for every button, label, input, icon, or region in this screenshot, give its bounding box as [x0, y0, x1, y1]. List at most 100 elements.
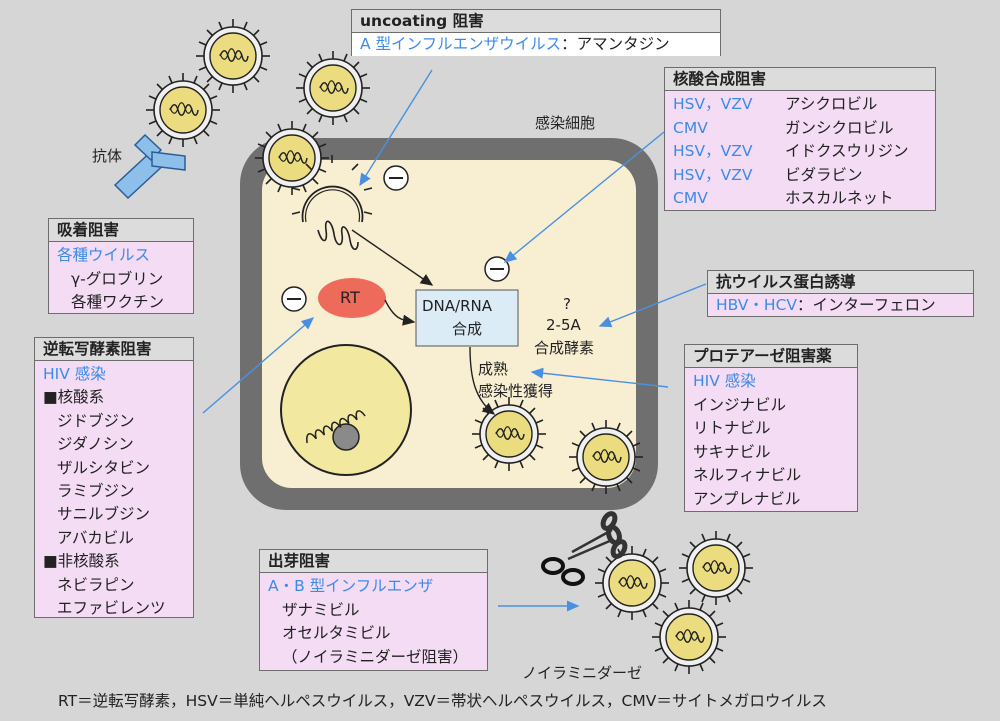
- budding-drug: オセルタミビル: [282, 624, 391, 642]
- flow-arrow: [351, 229, 434, 286]
- flow-arrow: [469, 346, 496, 415]
- uncoating-title: uncoating 阻害: [352, 10, 720, 33]
- protease-drug: リトナビル: [693, 419, 771, 437]
- nucleic-row: HSV，VZV アシクロビル: [673, 93, 927, 117]
- antibody-label: 抗体: [92, 147, 123, 165]
- virus-icon: [651, 599, 727, 675]
- antiviral-protein-drug: ：インターフェロン: [797, 296, 936, 314]
- protease-body: HIV 感染 インジナビル リトナビル サキナビル ネルフィナビル アンプレナビ…: [685, 368, 857, 513]
- neuraminidase-chain-icon: [600, 511, 628, 559]
- dna-rna-synthesis-box: [415, 289, 519, 347]
- rt-label: RT: [340, 288, 360, 307]
- inhibit-marker-icon: [383, 165, 409, 191]
- inhibition-arrow: [598, 283, 707, 328]
- nucleic-virus: HSV，VZV: [673, 142, 753, 160]
- protease-virus: HIV 感染: [693, 372, 756, 390]
- antiviral-protein-body: HBV・HCV：インターフェロン: [708, 294, 973, 317]
- protease-drug: サキナビル: [693, 442, 771, 461]
- virus-icon: [594, 545, 670, 621]
- rt-drug: ネビラピン: [57, 575, 135, 594]
- protease-title: プロテアーゼ阻害薬: [685, 345, 857, 368]
- adsorption-drug: 各種ワクチン: [71, 293, 165, 311]
- virus-icon: [295, 50, 371, 126]
- nucleic-row: HSV，VZV ビダラビン: [673, 164, 927, 188]
- rt-drug: アバカビル: [57, 528, 134, 547]
- budding-drug: ザナミビル: [282, 600, 360, 619]
- antiviral-protein-title: 抗ウイルス蛋白誘導: [708, 271, 973, 294]
- virus-icon: [568, 419, 644, 495]
- rt-drug: エファビレンツ: [57, 599, 166, 618]
- nucleus: [280, 344, 412, 476]
- rt-group-nucleoside: ■核酸系: [43, 388, 105, 407]
- adsorption-body: 各種ウイルス γ-グロブリン 各種ワクチン: [49, 242, 193, 317]
- budding-title: 出芽阻害: [260, 550, 487, 573]
- synthesis-label: 合成: [452, 320, 483, 338]
- rt-drug: ジダノシン: [57, 435, 134, 454]
- protease-drug: インジナビル: [693, 395, 787, 414]
- inhibition-arrow: [530, 367, 669, 388]
- enzyme-label-2: 合成酵素: [534, 339, 595, 357]
- adsorption-box: 吸着阻害 各種ウイルス γ-グロブリン 各種ワクチン: [48, 218, 194, 314]
- nucleic-drug: ガンシクロビル: [785, 118, 894, 137]
- nuclear-dna: [306, 410, 366, 444]
- maturation-label-1: 成熟: [478, 360, 509, 378]
- budding-box: 出芽阻害 A・B 型インフルエンザ ザナミビル オセルタミビル （ノイラミニダー…: [259, 549, 488, 671]
- rt-group-non-nucleoside: ■非核酸系: [43, 552, 120, 571]
- inhibition-arrow: [202, 317, 315, 414]
- dna-rna-label: DNA/RNA: [422, 297, 492, 315]
- budding-virus: A・B 型インフルエンザ: [268, 577, 434, 595]
- protease-box: プロテアーゼ阻害薬 HIV 感染 インジナビル リトナビル サキナビル ネルフィ…: [684, 344, 858, 512]
- maturation-label-2: 感染性獲得: [478, 382, 554, 400]
- virus-icon: [195, 18, 271, 94]
- rt-enzyme: [318, 278, 386, 318]
- infected-cell-label: 感染細胞: [535, 114, 596, 132]
- nucleic-virus: CMV: [673, 118, 708, 137]
- inhibition-arrow: [503, 131, 665, 263]
- inhibition-arrow: [359, 69, 433, 187]
- scissors-icon: [541, 528, 613, 586]
- footnote: RT＝逆転写酵素，HSV＝単純ヘルペスウイルス，VZV＝帯状ヘルペスウイルス，C…: [58, 692, 827, 710]
- protease-drug: アンプレナビル: [693, 489, 801, 508]
- released-virus-icon: [678, 530, 754, 606]
- virus-icon: [254, 120, 330, 196]
- uncoating-virus: A 型インフルエンザウイルス: [360, 35, 562, 53]
- adsorption-virus: 各種ウイルス: [57, 246, 151, 264]
- uncoating-drug: ：アマンタジン: [561, 35, 670, 53]
- uncoating-body: A 型インフルエンザウイルス：アマンタジン: [352, 33, 720, 56]
- neuraminidase-label: ノイラミニダーゼ: [522, 664, 643, 682]
- budding-body: A・B 型インフルエンザ ザナミビル オセルタミビル （ノイラミニダーゼ阻害）: [260, 573, 487, 671]
- virus-icon: [471, 396, 547, 472]
- nucleic-drug: アシクロビル: [785, 95, 878, 113]
- protease-drug: ネルフィナビル: [693, 466, 802, 484]
- antiviral-protein-virus: HBV・HCV: [716, 296, 797, 314]
- nucleolus: [332, 423, 360, 451]
- budding-drug: （ノイラミニダーゼ阻害）: [282, 647, 469, 666]
- flow-arrow: [384, 299, 416, 326]
- rt-drug: サニルブジン: [57, 505, 151, 524]
- nucleic-title: 核酸合成阻害: [665, 68, 935, 91]
- enzyme-label-1: 2-5A: [546, 316, 581, 334]
- uncoating-virus-icon: [291, 155, 373, 251]
- nucleic-virus: HSV，VZV: [673, 165, 753, 184]
- adsorption-title: 吸着阻害: [49, 219, 193, 242]
- rt-inhibition-box: 逆転写酵素阻害 HIV 感染 ■核酸系 ジドブジン ジダノシン ザルシタビン ラ…: [34, 337, 194, 618]
- rt-inhibition-body: HIV 感染 ■核酸系 ジドブジン ジダノシン ザルシタビン ラミブジン サニル…: [35, 361, 193, 622]
- inhibit-marker-icon: [484, 256, 510, 282]
- nucleic-row: CMV ガンシクロビル: [673, 117, 927, 141]
- rt-drug: ラミブジン: [57, 482, 135, 501]
- nucleic-drug: ビダラビン: [785, 165, 863, 184]
- antibody-icon: [113, 133, 186, 200]
- nucleic-virus: HSV，VZV: [673, 95, 753, 113]
- nucleic-virus: CMV: [673, 189, 708, 207]
- rt-inhibition-virus: HIV 感染: [43, 365, 106, 383]
- question-mark: ?: [563, 295, 571, 313]
- inhibit-marker-icon: [281, 286, 307, 312]
- antiviral-protein-box: 抗ウイルス蛋白誘導 HBV・HCV：インターフェロン: [707, 270, 974, 317]
- rt-drug: ジドブジン: [57, 411, 135, 430]
- virus-icon: [145, 72, 221, 148]
